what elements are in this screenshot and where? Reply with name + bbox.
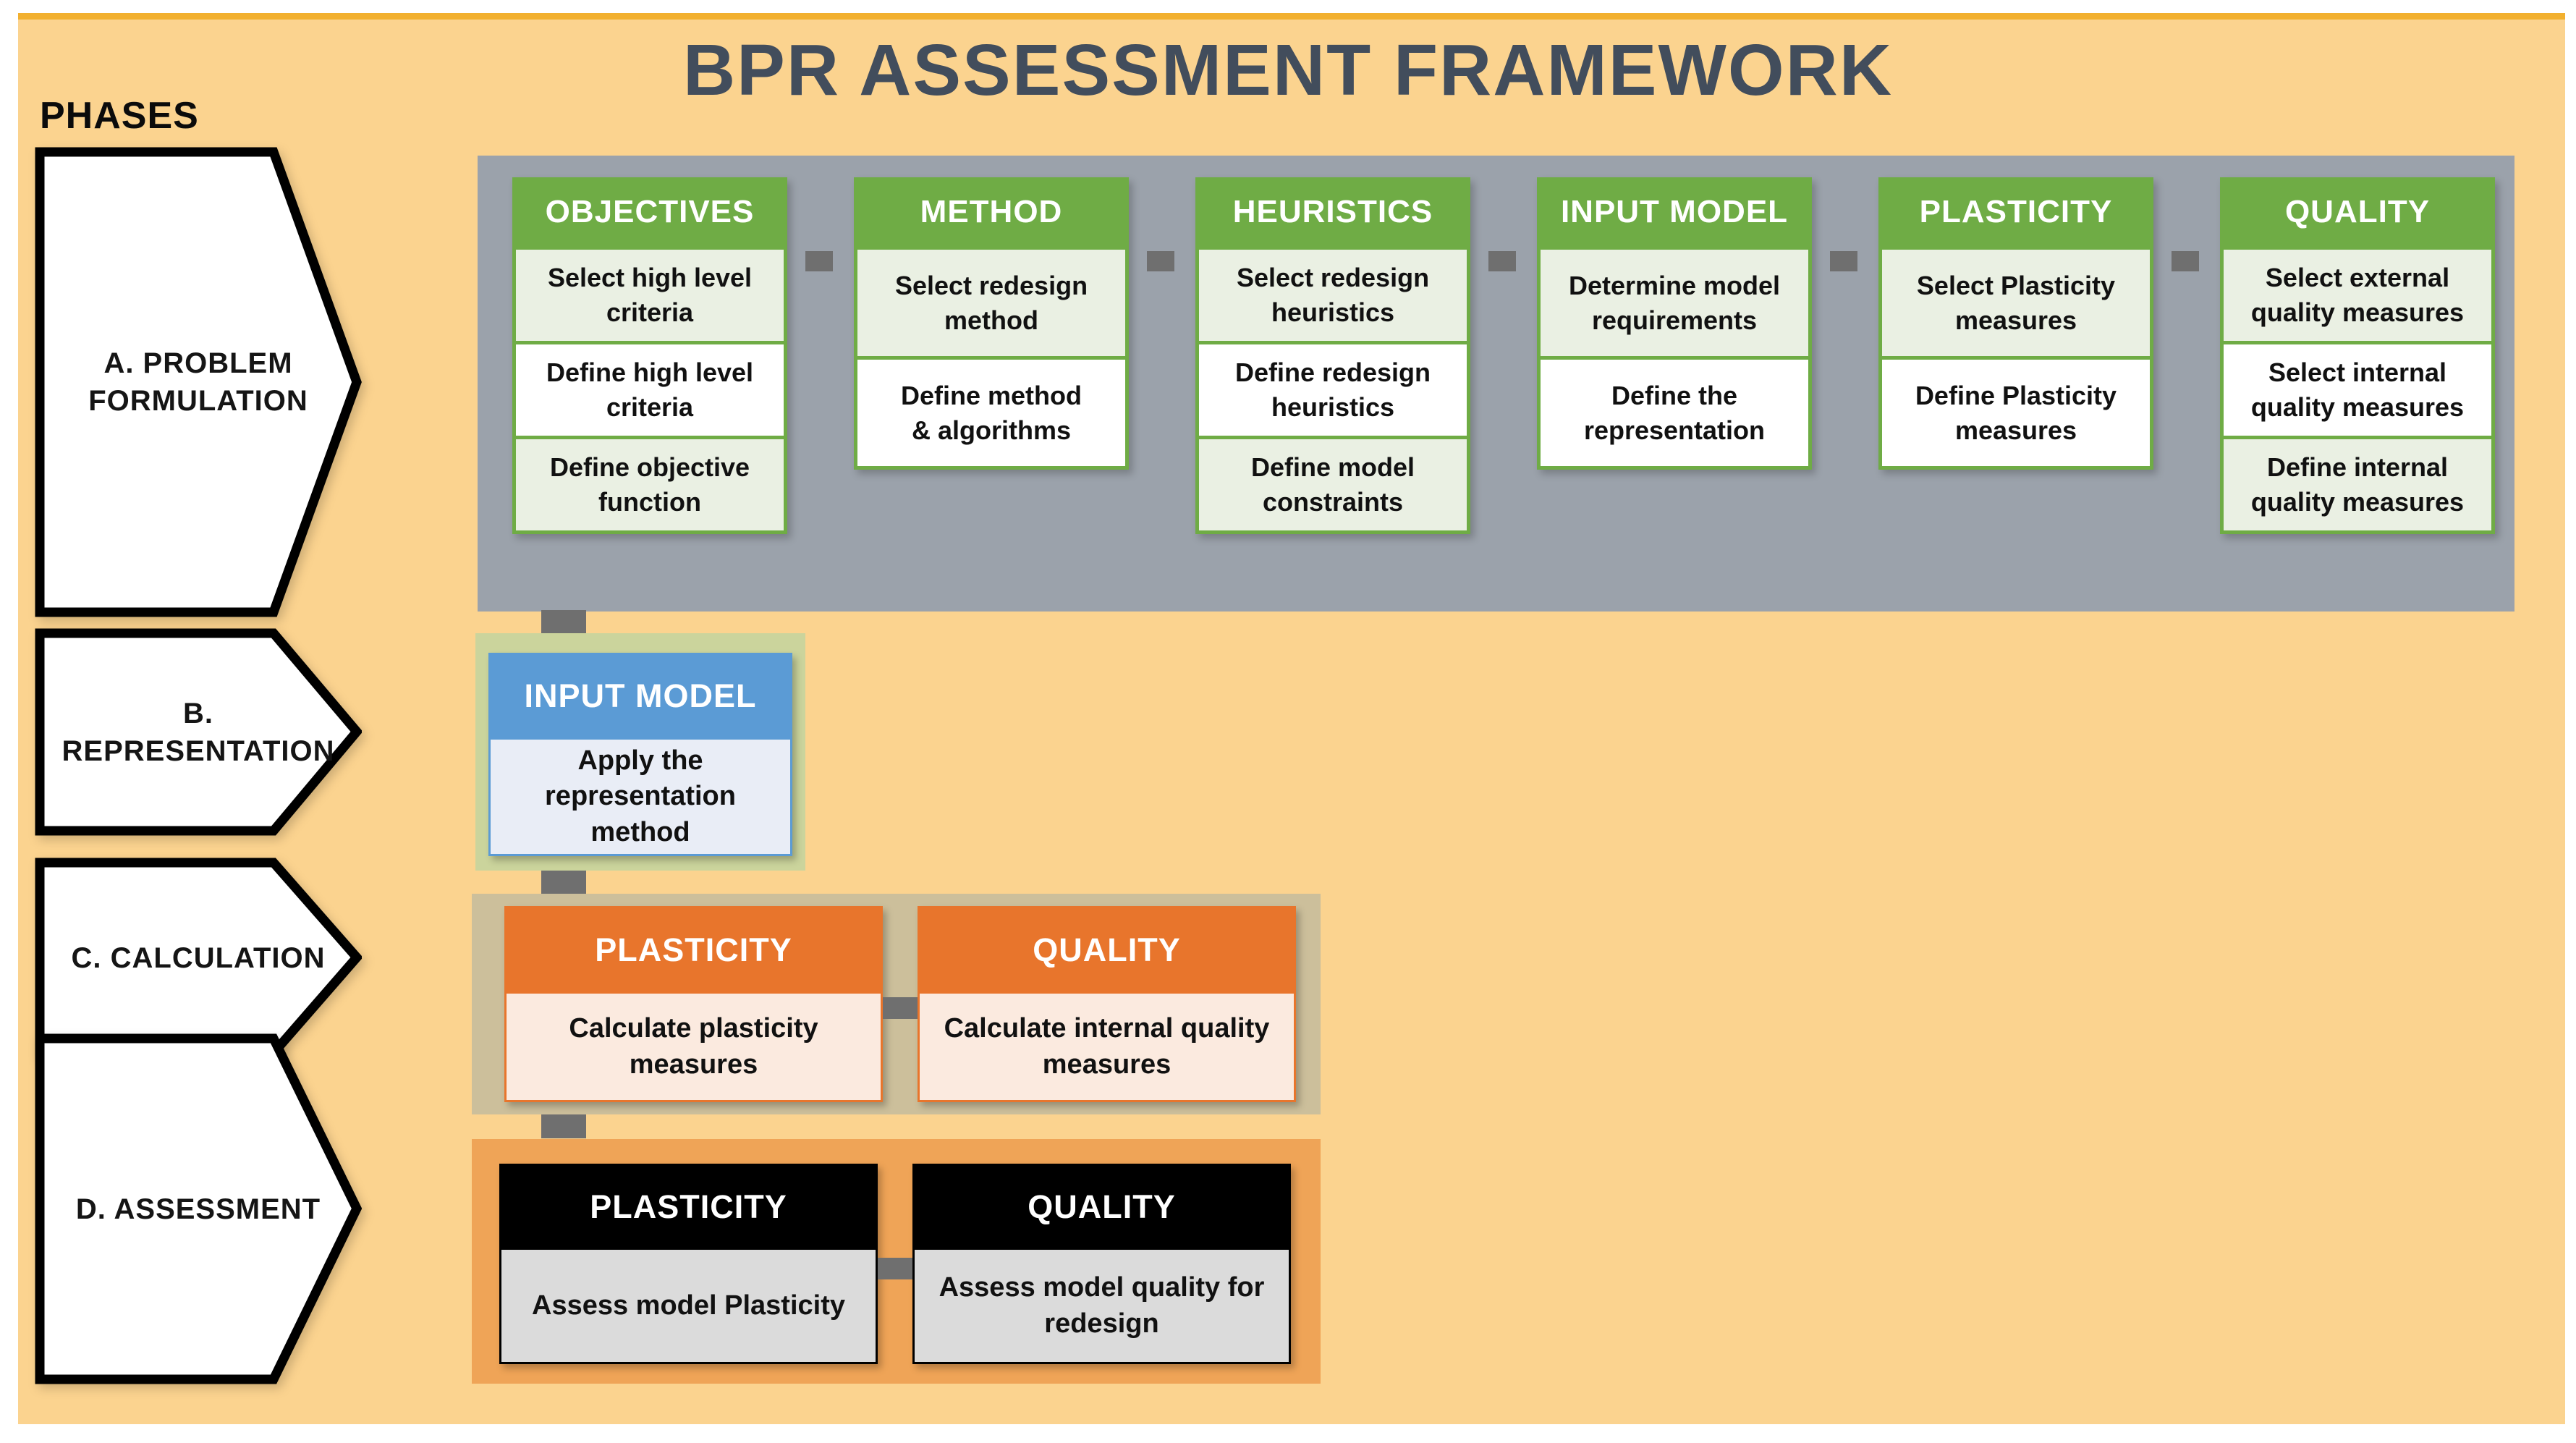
- column-cell: Define model constraints: [1199, 439, 1467, 530]
- column-cell: Define high level criteria: [516, 344, 784, 436]
- connector-tab: [1830, 251, 1857, 271]
- section-assessment: PLASTICITY Assess model Plasticity QUALI…: [472, 1139, 1321, 1384]
- column-cell: Select internal quality measures: [2224, 344, 2491, 436]
- box-body: Assess model Plasticity: [499, 1250, 878, 1364]
- box-header: INPUT MODEL: [488, 653, 792, 740]
- column-header: OBJECTIVES: [545, 193, 755, 229]
- column-cell: Select redesign heuristics: [1199, 250, 1467, 341]
- column-cell: Define Plasticity measures: [1882, 360, 2150, 466]
- quality-calculation-box: QUALITY Calculate internal quality measu…: [918, 906, 1296, 1102]
- box-header: QUALITY: [918, 906, 1296, 994]
- arrow-shape: [35, 147, 362, 617]
- column-cell: Define redesign heuristics: [1199, 344, 1467, 436]
- connector-vertical: [541, 868, 586, 894]
- stage-column-heuristics: HEURISTICS Select redesign heuristics De…: [1195, 177, 1470, 534]
- connector-tab: [883, 997, 918, 1019]
- section-calculation: PLASTICITY Calculate plasticity measures…: [472, 894, 1321, 1114]
- column-header: INPUT MODEL: [1560, 193, 1789, 229]
- box-body: Assess model quality for redesign: [912, 1250, 1291, 1364]
- stage-column-quality: QUALITY Select external quality measures…: [2220, 177, 2495, 534]
- phase-arrow-problem-formulation: A. PROBLEM FORMULATION: [35, 147, 362, 617]
- column-cell: Select Plasticity measures: [1882, 250, 2150, 356]
- stage-column-input-model: INPUT MODEL Determine model requirements…: [1537, 177, 1812, 470]
- phase-arrow-assessment: D. ASSESSMENT: [35, 1033, 362, 1384]
- arrow-shape: [35, 1033, 362, 1384]
- box-header: QUALITY: [912, 1164, 1291, 1250]
- phase-arrow-label: C. CALCULATION: [71, 941, 326, 974]
- stage-column-objectives: OBJECTIVES Select high level criteria De…: [512, 177, 787, 534]
- connector-vertical: [541, 610, 586, 636]
- column-cell: Select high level criteria: [516, 250, 784, 341]
- phase-arrow-label: D. ASSESSMENT: [75, 1193, 321, 1225]
- column-cell: Determine model requirements: [1541, 250, 1808, 356]
- section-representation: INPUT MODEL Apply the representation met…: [475, 633, 805, 871]
- diagram-title: BPR ASSESSMENT FRAMEWORK: [682, 30, 1894, 111]
- stage-column-plasticity: PLASTICITY Select Plasticity measures De…: [1878, 177, 2153, 470]
- arrow-shape: [35, 858, 362, 1058]
- column-cell: Select redesign method: [857, 250, 1125, 356]
- column-header: PLASTICITY: [1919, 193, 2113, 229]
- plasticity-assessment-box: PLASTICITY Assess model Plasticity: [499, 1164, 878, 1364]
- column-header: HEURISTICS: [1232, 193, 1433, 229]
- connector-tab: [878, 1258, 912, 1279]
- connector-vertical: [541, 1112, 586, 1138]
- input-model-box: INPUT MODEL Apply the representation met…: [488, 653, 792, 856]
- column-cell: Define objective function: [516, 439, 784, 530]
- connector-tab: [1488, 251, 1516, 271]
- phases-label: PHASES: [40, 95, 199, 137]
- column-cell: Define internal quality measures: [2224, 439, 2491, 530]
- column-header: QUALITY: [2284, 193, 2431, 229]
- phase-arrow-calculation: C. CALCULATION: [35, 858, 362, 1058]
- column-cell: Define the representation: [1541, 360, 1808, 466]
- phase-arrow-label: A. PROBLEM FORMULATION: [88, 347, 308, 417]
- section-problem-formulation: OBJECTIVES Select high level criteria De…: [478, 156, 2514, 612]
- column-header: METHOD: [920, 193, 1063, 229]
- box-body: Calculate plasticity measures: [504, 994, 883, 1102]
- box-body: Calculate internal quality measures: [918, 994, 1296, 1102]
- connector-tab: [805, 251, 833, 271]
- top-gold-strip: [18, 13, 2565, 20]
- box-header: PLASTICITY: [504, 906, 883, 994]
- connector-tab: [1147, 251, 1174, 271]
- arrow-shape: [35, 628, 362, 836]
- phase-arrow-representation: B. REPRESENTATION: [35, 628, 362, 836]
- plasticity-calculation-box: PLASTICITY Calculate plasticity measures: [504, 906, 883, 1102]
- column-cell: Select external quality measures: [2224, 250, 2491, 341]
- stage-column-method: METHOD Select redesign method Define met…: [854, 177, 1129, 470]
- connector-tab: [2172, 251, 2199, 271]
- phase-arrow-label: B. REPRESENTATION: [62, 697, 335, 767]
- box-body: Apply the representation method: [488, 740, 792, 856]
- column-cell: Define method & algorithms: [857, 360, 1125, 466]
- box-header: PLASTICITY: [499, 1164, 878, 1250]
- quality-assessment-box: QUALITY Assess model quality for redesig…: [912, 1164, 1291, 1364]
